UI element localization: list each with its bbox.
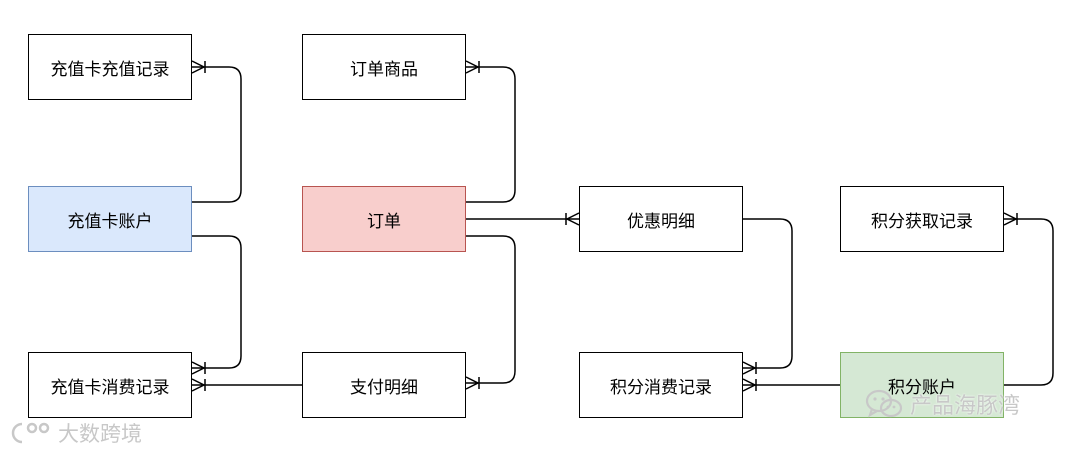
- node-points-account[interactable]: 积分账户: [840, 352, 1004, 418]
- node-label: 优惠明细: [627, 211, 695, 232]
- node-label: 充值卡消费记录: [50, 377, 170, 398]
- node-recharge-record[interactable]: 充值卡充值记录: [28, 34, 192, 100]
- node-label: 积分消费记录: [610, 377, 712, 398]
- crowsfoot-points-consume-bottom: [742, 378, 757, 392]
- node-label: 充值卡充值记录: [50, 59, 170, 80]
- watermark-left-text: 大数跨境: [58, 422, 142, 446]
- crowsfoot-card-consume-top: [191, 361, 206, 375]
- node-label: 充值卡账户: [67, 211, 153, 232]
- watermark-right-text: 产品海豚湾: [910, 394, 1021, 419]
- node-order[interactable]: 订单: [302, 186, 466, 252]
- node-label: 积分账户: [888, 377, 956, 398]
- edge-card-account-to-card-consume: [192, 235, 242, 369]
- crowsfoot-points-consume-top: [742, 361, 757, 375]
- crowsfoot-points-earn: [1003, 212, 1018, 226]
- watermark-left: 大数跨境: [8, 418, 142, 448]
- node-discount-detail[interactable]: 优惠明细: [579, 186, 743, 252]
- watermark-right: 产品海豚湾: [864, 388, 1020, 420]
- node-label: 支付明细: [350, 377, 418, 398]
- watermark-logo-icon: [11, 422, 50, 444]
- node-label: 订单: [367, 211, 401, 232]
- crowsfoot-discount: [565, 212, 580, 226]
- crowsfoot-order-item: [465, 60, 480, 74]
- edge-order-to-order-item: [466, 66, 516, 203]
- node-label: 订单商品: [350, 59, 418, 80]
- node-card-account[interactable]: 充值卡账户: [28, 186, 192, 252]
- crowsfoot-card-consume-bottom: [191, 378, 206, 392]
- node-points-consume-record[interactable]: 积分消费记录: [579, 352, 743, 418]
- node-points-earn-record[interactable]: 积分获取记录: [840, 186, 1004, 252]
- edge-points-account-to-earn: [1004, 218, 1054, 386]
- wechat-icon: [865, 389, 903, 418]
- edge-order-to-payment: [466, 235, 516, 384]
- crowsfoot-recharge-record: [191, 60, 206, 74]
- node-order-item[interactable]: 订单商品: [302, 34, 466, 100]
- node-card-consume-record[interactable]: 充值卡消费记录: [28, 352, 192, 418]
- crowsfoot-payment: [465, 376, 480, 390]
- node-label: 积分获取记录: [871, 211, 973, 232]
- edge-card-account-to-recharge-record: [192, 66, 242, 203]
- edge-discount-to-points-consume: [743, 218, 793, 369]
- node-payment-detail[interactable]: 支付明细: [302, 352, 466, 418]
